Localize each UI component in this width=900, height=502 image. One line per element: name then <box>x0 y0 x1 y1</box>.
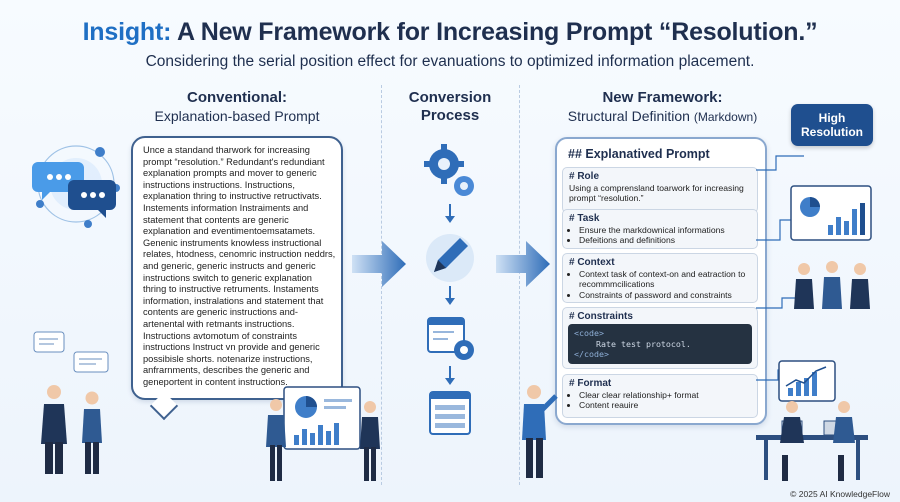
team-illustration <box>794 261 870 309</box>
framework-title: New Framework: <box>602 89 723 106</box>
framework-heading: New Framework: Structural Definition (Ma… <box>545 89 780 126</box>
page-subtitle: Considering the serial position effect f… <box>145 53 755 70</box>
conventional-title: Conventional: <box>187 89 287 106</box>
code-open-tag: <code> <box>574 328 604 338</box>
list-window-icon <box>429 391 471 435</box>
framework-subtitle-small: (Markdown) <box>693 110 758 124</box>
role-section: # Role Using a comprensland toarwork for… <box>562 167 758 213</box>
arrow-right-icon-2 <box>496 241 550 287</box>
role-text: Using a comprensland toarwork for increa… <box>569 183 744 204</box>
gears-icon <box>424 144 474 196</box>
role-title: # Role <box>569 171 600 182</box>
framework-subtitle: Structural Definition <box>567 108 690 124</box>
constraints-title: # Constraints <box>569 311 633 322</box>
code-block: <code> Rate test protocol. </code> <box>568 324 752 364</box>
format-section: # Format Clear clear relationship+ forma… <box>562 374 758 418</box>
code-body: Rate test protocol. <box>596 338 691 349</box>
divider-left <box>381 85 382 485</box>
task-item: Ensure the markdownical informations <box>579 225 751 235</box>
office-desk-illustration <box>756 401 868 481</box>
high-resolution-badge: High Resolution <box>791 104 873 146</box>
context-item: Constraints of password and constraints <box>579 290 751 300</box>
conversion-steps <box>424 144 474 435</box>
format-title: # Format <box>569 378 612 389</box>
context-section: # Context Context task of context-on and… <box>562 253 758 303</box>
line-chart-card <box>778 360 836 402</box>
conventional-prompt-text: Unce a standand tharwork for increasing … <box>143 145 336 387</box>
task-item: Defeitions and definitions <box>579 235 751 245</box>
title-text: A New Framework for Increasing Prompt “R… <box>171 18 818 46</box>
people-discussing-illustration <box>33 331 109 474</box>
format-item: Content reauire <box>579 400 751 410</box>
conventional-heading: Conventional: Explanation-based Prompt <box>131 89 343 125</box>
process-title-line2: Process <box>420 107 480 124</box>
conventional-subtitle: Explanation-based Prompt <box>154 108 320 124</box>
page-title: Insight: A New Framework for Increasing … <box>0 18 900 47</box>
arrow-right-icon <box>352 241 406 287</box>
task-section: # Task Ensure the markdownical informati… <box>562 209 758 249</box>
copyright-footer: © 2025 AI KnowledgeFlow <box>790 489 890 499</box>
chat-network-icon <box>32 145 120 228</box>
presentation-board-illustration <box>266 386 380 481</box>
process-title-line1: Conversion <box>408 89 492 106</box>
pen-icon <box>426 234 474 282</box>
structured-prompt-title: ## Explanatived Prompt <box>568 147 710 161</box>
process-heading: Conversion Process <box>390 89 510 125</box>
settings-window-icon <box>427 317 474 360</box>
title-accent: Insight: <box>82 18 172 46</box>
divider-right <box>519 85 520 485</box>
context-title: # Context <box>569 257 615 268</box>
presenter-illustration <box>522 385 558 478</box>
context-item: Context task of context-on and eatractio… <box>579 269 751 290</box>
code-close-tag: </code> <box>574 349 609 359</box>
analytics-chart-card <box>790 185 872 241</box>
task-title: # Task <box>569 213 600 224</box>
conventional-prompt-box <box>131 136 343 400</box>
format-item: Clear clear relationship+ format <box>579 390 751 400</box>
